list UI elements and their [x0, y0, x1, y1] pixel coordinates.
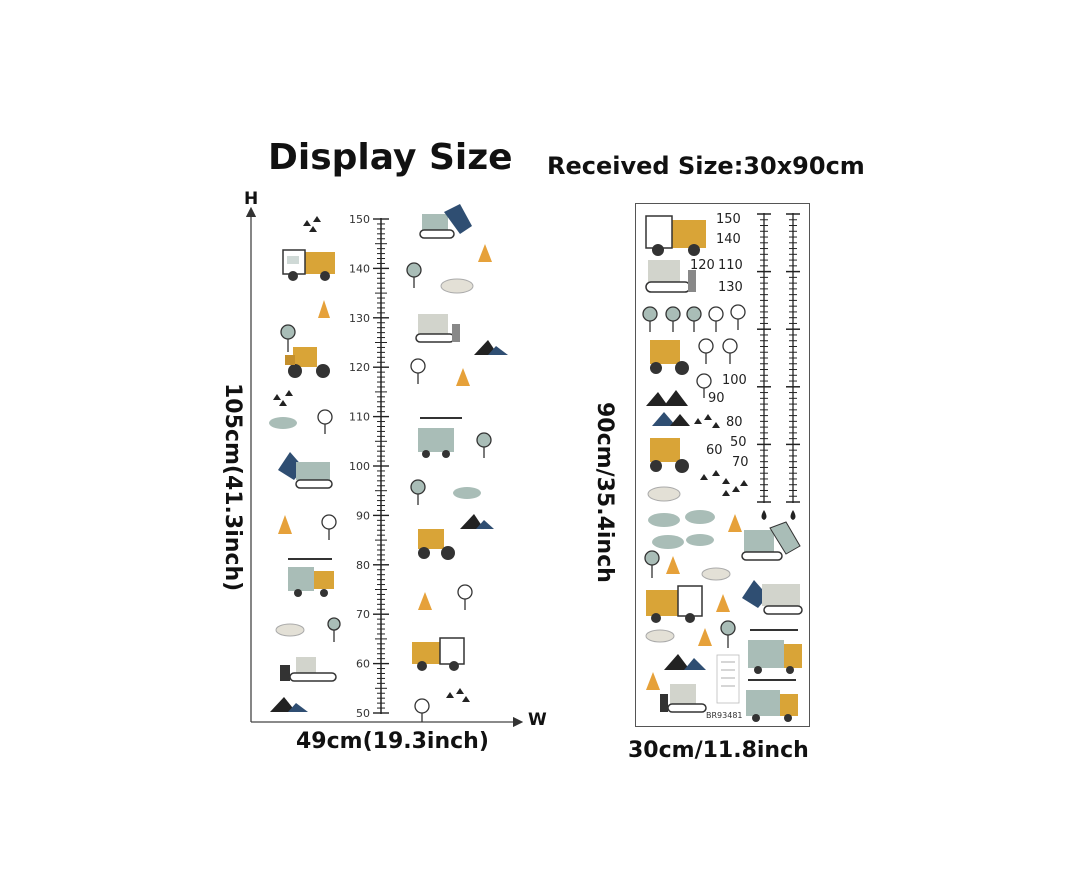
sheet-crane-icon — [748, 629, 802, 674]
ruler-label: 100 — [349, 460, 370, 473]
sheet-tractor-icon — [650, 340, 689, 375]
ruler-label: 140 — [349, 262, 370, 275]
height-axis-letter: H — [244, 189, 259, 209]
triangle-icons — [273, 216, 470, 702]
received-width-label: 30cm/11.8inch — [628, 738, 809, 763]
ruler-label: 120 — [349, 361, 370, 374]
sheet-triangle-icons — [694, 414, 748, 496]
sheet-number-sticker: 150 — [716, 212, 741, 227]
sheet-dump-truck-icon — [645, 215, 706, 256]
crane-truck-icon — [288, 558, 334, 597]
display-ruler-labels: 150 140 130 120 110 100 90 80 70 60 50 — [349, 213, 370, 720]
sheet-tractor-2-icon — [650, 438, 689, 473]
cloud-icons — [269, 278, 481, 637]
sheet-number-sticker: 130 — [718, 280, 743, 295]
sheet-number-sticker: 100 — [722, 373, 747, 388]
received-sheet — [635, 203, 810, 727]
ruler-label: 90 — [356, 509, 370, 522]
product-code: BR93481 — [706, 711, 743, 720]
excavator-top-icon — [419, 204, 472, 239]
bulldozer-right-icon — [415, 314, 460, 343]
mountain-icons — [270, 340, 508, 712]
ruler-label: 110 — [349, 411, 370, 424]
display-ruler — [373, 218, 389, 714]
sheet-number-sticker: 80 — [726, 415, 743, 430]
sheet-ruler-right — [786, 213, 800, 503]
crane-right-icon — [418, 417, 462, 458]
ruler-label: 70 — [356, 608, 370, 621]
ruler-label: 130 — [349, 312, 370, 325]
sheet-mountain-icons — [646, 390, 706, 670]
sheet-number-sticker: 50 — [730, 435, 747, 450]
sheet-number-sticker: 140 — [716, 232, 741, 247]
ruler-label: 50 — [356, 707, 370, 720]
sheet-number-sticker: 120 — [690, 258, 715, 273]
sheet-cloud-icons — [645, 486, 731, 643]
sheet-bulldozer-2-icon — [660, 684, 707, 713]
tractor-right-icon — [418, 529, 455, 560]
bulldozer-icon — [285, 347, 330, 378]
sheet-cone-icons — [646, 514, 742, 690]
sheet-number-sticker: 60 — [706, 443, 723, 458]
sheet-number-sticker: 90 — [708, 391, 725, 406]
display-size-title: Display Size — [268, 137, 513, 178]
traffic-cone-icons — [278, 244, 492, 610]
dump-truck-icon — [282, 249, 335, 281]
ruler-label: 150 — [349, 213, 370, 226]
width-axis-letter: W — [528, 710, 547, 730]
water-drop-icons — [761, 510, 796, 520]
sheet-excavator-2-icon — [742, 580, 803, 615]
ruler-label: 80 — [356, 559, 370, 572]
sheet-tree-icons — [642, 304, 746, 648]
sheet-excavator-icon — [741, 521, 801, 561]
sheet-ruler-left — [757, 213, 771, 503]
instruction-card-icon — [716, 654, 740, 704]
sheet-number-sticker: 110 — [718, 258, 743, 273]
sheet-crane-2-icon — [746, 679, 798, 722]
ruler-label: 60 — [356, 658, 370, 671]
sheet-dump-truck-2-icon — [646, 585, 703, 623]
dump-truck-right-icon — [412, 637, 465, 671]
sheet-number-sticker: 70 — [732, 455, 749, 470]
tree-icons — [280, 262, 492, 722]
sheet-bulldozer-icon — [645, 260, 696, 293]
display-width-label: 49cm(19.3inch) — [296, 729, 489, 754]
received-size-title: Received Size:30x90cm — [547, 152, 865, 180]
bulldozer-small-icon — [280, 657, 337, 682]
excavator-icon — [278, 452, 333, 489]
